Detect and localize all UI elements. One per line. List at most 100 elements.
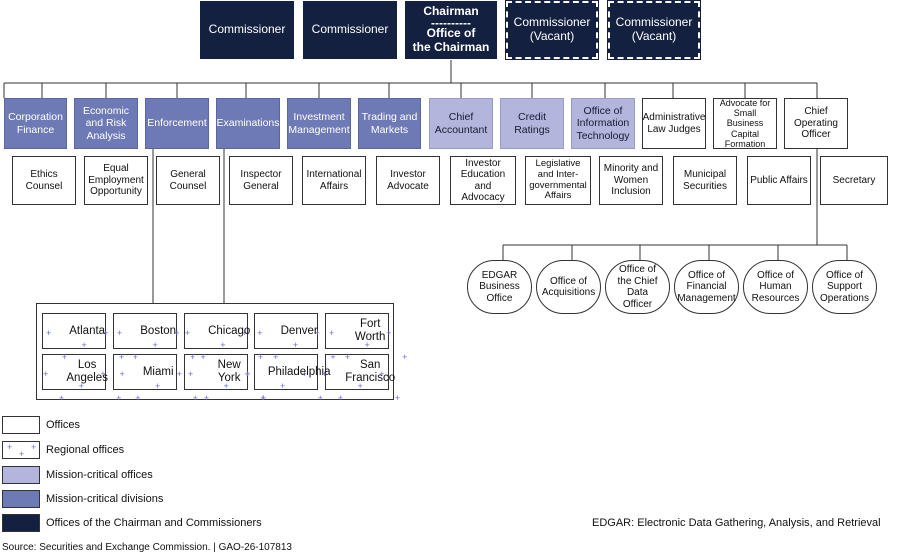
plus-icon: +: [329, 327, 335, 338]
office-ethics-counsel: Ethics Counsel: [12, 156, 76, 205]
plus-icon: +: [386, 327, 392, 338]
edgar-note: EDGAR: Electronic Data Gathering, Analys…: [592, 517, 881, 529]
plus-icon: +: [103, 327, 109, 338]
office-international-affairs: International Affairs: [302, 156, 366, 205]
plus-icon: +: [78, 380, 84, 391]
office-public-affairs: Public Affairs: [747, 156, 811, 205]
coo-office-financial-management: Office of Financial Management: [674, 260, 739, 314]
legend-label-chairman-commissioners: Offices of the Chairman and Commissioner…: [46, 517, 262, 529]
legend-label-mission-critical-divisions: Mission-critical divisions: [46, 493, 164, 505]
legend-swatch-mission-critical-divisions: [2, 490, 40, 508]
plus-icon: +: [174, 327, 180, 338]
plus-icon: +: [116, 392, 122, 403]
division-investment-management: Investment Management: [287, 98, 351, 149]
regional-office-fort-worth: +++++Fort Worth: [325, 313, 407, 361]
legend-swatch-regional: + + +: [2, 441, 40, 459]
regional-office-label: Philadelphia: [267, 365, 331, 378]
commissioner-vacant-box-2: Commissioner (Vacant): [607, 0, 701, 60]
plus-icon: +: [273, 351, 279, 362]
plus-icon: +: [184, 327, 190, 338]
plus-icon: +: [43, 368, 49, 379]
coo-office-support-operations: Office of Support Operations: [812, 260, 877, 314]
legend-label-mission-critical-offices: Mission-critical offices: [46, 469, 153, 481]
regional-office-label: Denver: [280, 324, 318, 337]
regional-office-label: San Francisco: [345, 359, 396, 384]
regional-office-san-francisco: +++++San Francisco: [321, 354, 400, 402]
commissioner-box-2: Commissioner: [303, 1, 397, 59]
regional-office-label: Los Angeles: [66, 359, 108, 384]
plus-icon: +: [337, 392, 343, 403]
plus-icon: +: [192, 392, 198, 403]
vacant-1-title: Commissioner: [513, 15, 591, 30]
office-chief-accountant: Chief Accountant: [429, 98, 493, 149]
regional-office-boston: +++++Boston: [113, 313, 195, 361]
chairman-divider: ----------: [431, 15, 471, 30]
plus-icon: +: [364, 339, 370, 350]
plus-icon: +: [203, 392, 210, 403]
legend-label-offices: Offices: [46, 419, 81, 431]
division-enforcement: Enforcement: [145, 98, 209, 149]
plus-icon: +: [245, 368, 251, 379]
plus-icon: +: [260, 392, 266, 403]
plus-icon: +: [135, 392, 141, 403]
plus-icon: +: [100, 368, 106, 379]
plus-icon: +: [379, 368, 385, 379]
vacant-1-status: (Vacant): [529, 29, 575, 43]
regional-office-new-york: + + + + + New York: [184, 354, 266, 402]
plus-icon: +: [176, 368, 183, 379]
regional-office-label: Atlanta: [69, 324, 106, 337]
office-inspector-general: Inspector General: [229, 156, 293, 205]
regional-office-label: New York: [217, 359, 241, 384]
legend-plus-icon: +: [31, 442, 37, 452]
chairman-office-line1: Office of: [426, 26, 476, 41]
plus-icon: +: [45, 327, 52, 338]
legend-swatch-offices: [2, 416, 40, 434]
plus-icon: +: [58, 392, 65, 403]
office-municipal-securities: Municipal Securities: [673, 156, 737, 205]
plus-icon: +: [292, 339, 299, 350]
regional-office-label: Fort Worth: [354, 318, 386, 343]
chairman-box: Chairman ---------- Office of the Chairm…: [405, 1, 497, 59]
plus-icon: +: [244, 368, 250, 379]
source-footnote: Source: Securities and Exchange Commissi…: [2, 542, 292, 553]
office-investor-education-advocacy: Investor Education and Advocacy: [450, 156, 516, 205]
plus-icon: +: [155, 380, 161, 391]
plus-icon: +: [257, 327, 263, 338]
plus-icon: +: [61, 351, 67, 362]
coo-office-human-resources: Office of Human Resources: [743, 260, 808, 314]
office-equal-employment-opportunity: Equal Employment Opportunity: [84, 156, 148, 205]
division-corporation-finance: Corporation Finance: [4, 98, 67, 149]
plus-icon: +: [200, 351, 206, 362]
office-advocate-small-business: Advocate for Small Business Capital Form…: [713, 98, 777, 149]
office-secretary: Secretary: [820, 156, 888, 205]
office-information-technology: Office of Information Technology: [571, 98, 635, 149]
plus-icon: +: [394, 392, 401, 403]
plus-icon: +: [321, 368, 328, 379]
coo-office-chief-data-officer: Office of the Chief Data Officer: [605, 260, 670, 314]
commissioner-box-1: Commissioner: [200, 1, 294, 59]
office-general-counsel: General Counsel: [156, 156, 220, 205]
vacant-2-title: Commissioner: [615, 15, 693, 30]
plus-icon: +: [81, 339, 87, 350]
plus-icon: +: [119, 368, 125, 379]
division-examinations: Examinations: [216, 98, 280, 149]
vacant-2-status: (Vacant): [631, 29, 677, 43]
office-chief-operating-officer: Chief Operating Officer: [784, 98, 848, 149]
plus-icon: +: [220, 339, 226, 350]
regional-office-denver: + + + + + Denver: [254, 313, 336, 361]
commissioner-vacant-box-1: Commissioner (Vacant): [505, 0, 599, 60]
plus-icon: +: [152, 339, 158, 350]
coo-office-edgar-business-office: EDGAR Business Office: [467, 260, 532, 314]
office-legislative-intergovernmental-affairs: Legislative and Inter-governmental Affai…: [525, 156, 591, 205]
plus-icon: +: [330, 351, 336, 362]
regional-office-philadelphia: +++++Philadelphia: [245, 354, 331, 402]
regional-office-label: Miami: [142, 365, 174, 378]
division-economic-risk-analysis: Economic and Risk Analysis: [74, 98, 138, 149]
regional-office-label: Boston: [140, 324, 177, 337]
chairman-title: Chairman: [423, 4, 479, 19]
legend-swatch-mission-critical-offices: [2, 466, 40, 484]
plus-icon: +: [280, 380, 286, 391]
plus-icon: +: [257, 351, 264, 362]
office-administrative-law-judges: Administrative Law Judges: [642, 98, 706, 149]
plus-icon: +: [301, 368, 308, 379]
